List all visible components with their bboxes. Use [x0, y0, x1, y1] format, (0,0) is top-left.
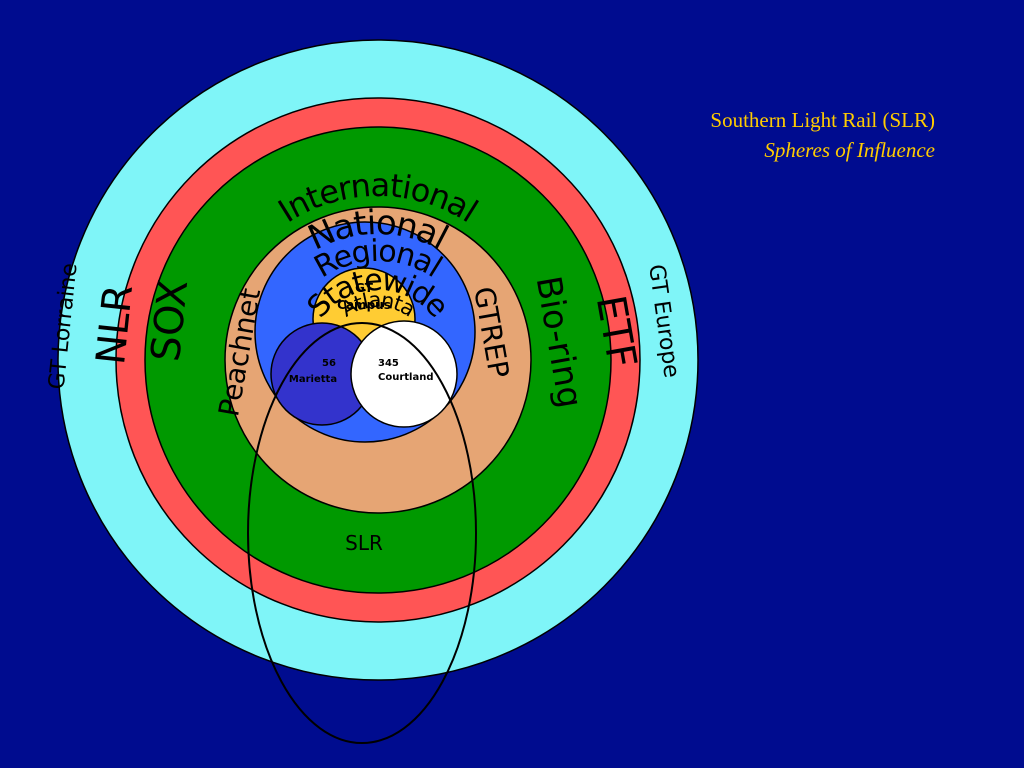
marietta-line1: 56	[322, 358, 336, 369]
nlr-label: NLR	[88, 282, 142, 366]
slide-title: Southern Light Rail (SLR)	[710, 108, 935, 132]
slr-label: SLR	[345, 531, 383, 555]
gt-campus-line1: GT	[355, 281, 374, 295]
sox-label: SOX	[143, 278, 197, 364]
courtland-line2: Courtland	[378, 372, 434, 383]
slide-subtitle: Spheres of Influence	[764, 138, 935, 162]
slr-ellipse	[247, 322, 477, 744]
courtland-circle	[350, 320, 458, 428]
gt-campus-line2: Campus	[337, 298, 391, 312]
courtland-line1: 345	[378, 358, 399, 369]
marietta-line2: Marietta	[289, 374, 337, 385]
